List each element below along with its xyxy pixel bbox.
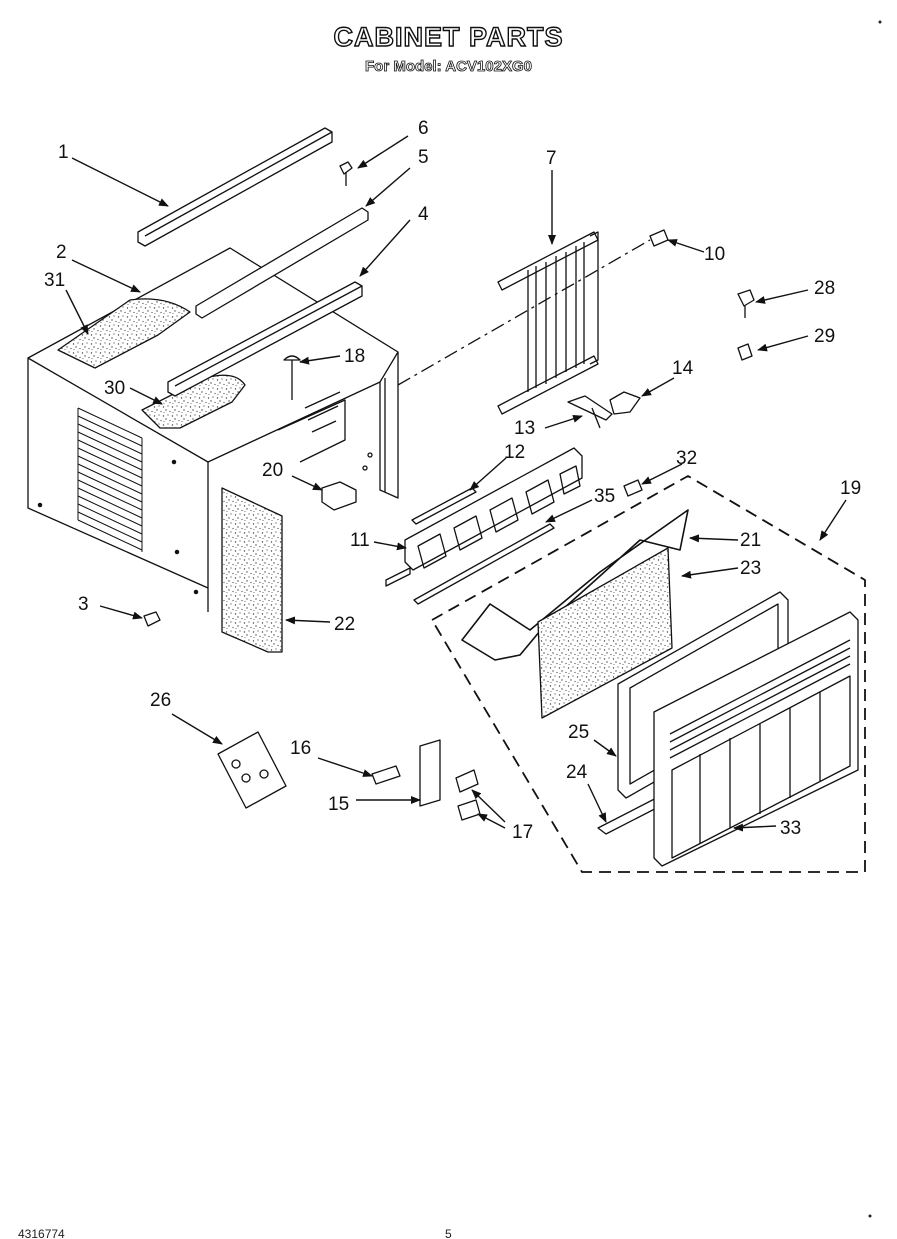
callout-15: 15 — [328, 794, 349, 815]
callout-25: 25 — [568, 722, 589, 743]
bracket-26 — [217, 731, 287, 809]
rod-12 — [411, 487, 477, 525]
front-grille-33 — [653, 611, 859, 867]
screw-28 — [737, 289, 755, 307]
callout-31: 31 — [44, 270, 65, 291]
callout-22: 22 — [334, 614, 355, 635]
bracket-20 — [321, 481, 357, 511]
mount-plate-15 — [419, 739, 441, 807]
cabinet-louvers — [77, 407, 143, 552]
clip-14 — [609, 391, 641, 415]
callout-2: 2 — [56, 242, 67, 263]
callout-21: 21 — [740, 530, 761, 551]
corner-mark-bottom — [868, 1214, 872, 1218]
callout-10: 10 — [704, 244, 725, 265]
callout-6: 6 — [418, 118, 429, 139]
callout-30: 30 — [104, 378, 125, 399]
callout-35: 35 — [594, 486, 615, 507]
rail-4 — [167, 281, 363, 397]
screw-3 — [143, 611, 161, 627]
callout-4: 4 — [418, 204, 429, 225]
callout-26: 26 — [150, 690, 171, 711]
model-subtitle: For Model: ACV102XG0 — [365, 58, 533, 76]
lever-13 — [567, 395, 613, 421]
callout-labels: 1 2 31 6 5 4 7 10 28 29 14 18 30 13 12 3… — [44, 118, 861, 843]
page-title: CABINET PARTS — [333, 21, 564, 52]
callout-24: 24 — [566, 762, 588, 783]
side-insulation-panel-22 — [221, 487, 283, 653]
clip-29 — [737, 343, 753, 361]
callout-18: 18 — [344, 346, 365, 367]
callout-20: 20 — [262, 460, 283, 481]
knob-17b — [457, 799, 481, 821]
callout-7: 7 — [546, 148, 557, 169]
cabinet-wrapper — [27, 247, 399, 612]
grommet-16 — [371, 765, 401, 785]
page-number: 5 — [445, 1227, 452, 1239]
callout-23: 23 — [740, 558, 761, 579]
callout-28: 28 — [814, 278, 835, 299]
corner-mark-top — [878, 20, 882, 24]
callout-33: 33 — [780, 818, 801, 839]
document-number: 4316774 — [18, 1227, 65, 1239]
callout-16: 16 — [290, 738, 311, 759]
callout-1: 1 — [58, 142, 69, 163]
callout-32: 32 — [676, 448, 697, 469]
callout-13: 13 — [514, 418, 535, 439]
vent-control-11 — [385, 447, 583, 587]
louver-frame-7 — [497, 231, 599, 415]
screw-10 — [649, 229, 669, 247]
front-assembly-outline-19 — [431, 475, 866, 873]
callout-5: 5 — [418, 147, 429, 168]
screw-32 — [623, 479, 643, 497]
filter-panel-23 — [537, 547, 673, 719]
callout-29: 29 — [814, 326, 835, 347]
top-rail-1 — [137, 127, 333, 247]
plug-18 — [283, 355, 301, 400]
callout-12: 12 — [504, 442, 525, 463]
callout-14: 14 — [672, 358, 694, 379]
callout-19: 19 — [840, 478, 861, 499]
callout-11: 11 — [350, 530, 370, 551]
callout-3: 3 — [78, 594, 89, 615]
rail-5 — [195, 207, 369, 319]
insulation-pad-31 — [57, 298, 191, 369]
wire-handle-21 — [461, 509, 689, 661]
knob-17a — [455, 769, 479, 793]
screw-6 — [339, 161, 353, 186]
strip-35 — [413, 523, 555, 605]
callout-17: 17 — [512, 822, 533, 843]
